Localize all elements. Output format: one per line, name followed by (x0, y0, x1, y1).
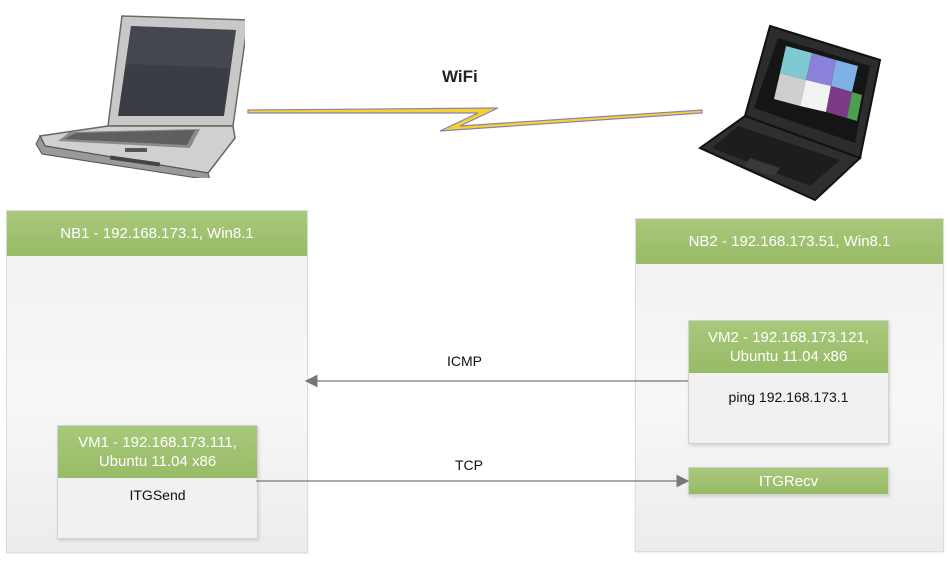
wifi-label: WiFi (442, 67, 478, 86)
vm1-header-line2: Ubuntu 11.04 x86 (98, 453, 217, 470)
nb2-header: NB2 - 192.168.173.51, Win8.1 (636, 219, 943, 264)
laptop-base (698, 114, 862, 202)
vm2-command-label: ping 192.168.173.1 (728, 389, 849, 405)
vm2-box: VM2 - 192.168.173.121, Ubuntu 11.04 x86 … (688, 320, 889, 444)
vm1-header: VM1 - 192.168.173.111, Ubuntu 11.04 x86 (58, 426, 257, 478)
laptop-base (35, 125, 236, 178)
vm2-header-line1: VM2 - 192.168.173.121, (708, 329, 869, 346)
itgrecv-label: ITGRecv (689, 468, 888, 494)
tcp-label: TCP (455, 457, 483, 473)
wifi-lightning-bolt (247, 107, 703, 132)
vm1-box: VM1 - 192.168.173.111, Ubuntu 11.04 x86 … (57, 425, 258, 539)
icmp-label: ICMP (447, 353, 482, 369)
vm1-header-line1: VM1 - 192.168.173.111, (78, 434, 237, 451)
vm2-header-line2: Ubuntu 11.04 x86 (729, 348, 848, 365)
laptop-screen (107, 15, 245, 127)
nb1-header: NB1 - 192.168.173.1, Win8.1 (7, 211, 307, 256)
vm1-app-label: ITGSend (129, 487, 186, 503)
laptop-icon (35, 15, 245, 178)
vm2-header: VM2 - 192.168.173.121, Ubuntu 11.04 x86 (689, 321, 888, 373)
laptop-screen (743, 24, 882, 160)
laptop-icon (698, 24, 882, 202)
itgrecv-box: ITGRecv (688, 467, 889, 495)
